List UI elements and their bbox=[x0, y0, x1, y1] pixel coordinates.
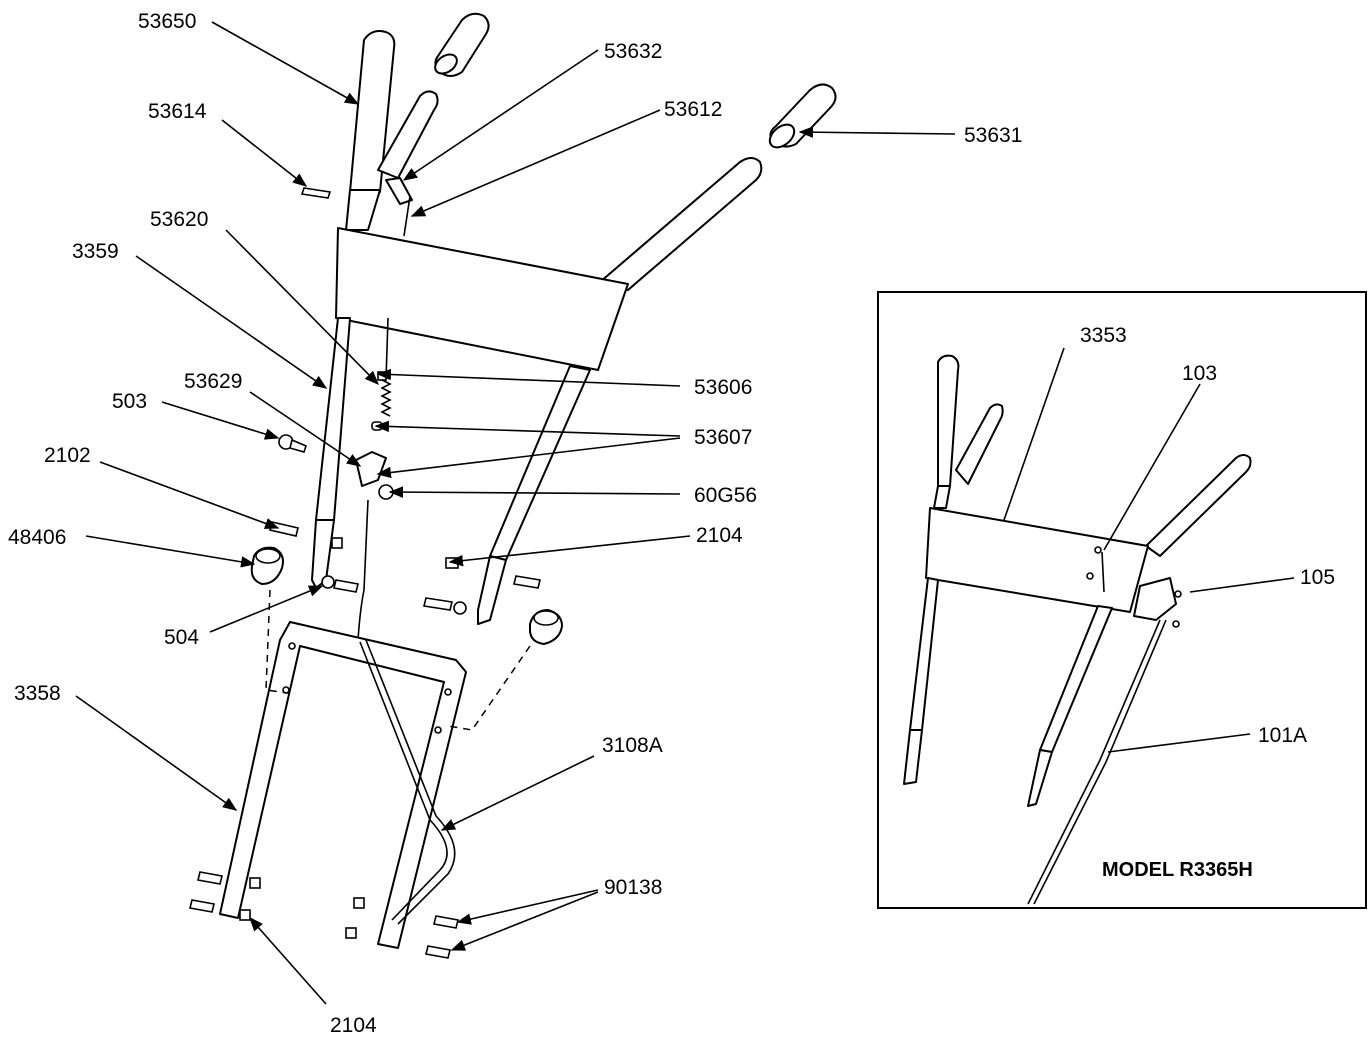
left-lower-tube bbox=[311, 317, 351, 589]
label-53631: 53631 bbox=[964, 124, 1022, 147]
part-labels: 53650 53632 53612 53631 53614 53620 3359… bbox=[8, 10, 1022, 1037]
inset-handle-right bbox=[1145, 454, 1252, 557]
label-503: 503 bbox=[112, 390, 147, 413]
knob-48406 bbox=[250, 546, 284, 585]
nut-2104-upper bbox=[445, 557, 459, 569]
inset-left-tube bbox=[909, 577, 939, 731]
label-53629: 53629 bbox=[184, 370, 242, 393]
bolt-503 bbox=[278, 434, 307, 453]
pin-53614 bbox=[300, 187, 332, 199]
inset-console bbox=[925, 507, 1149, 613]
inset-label-105: 105 bbox=[1300, 566, 1335, 589]
brace-3108A-edge bbox=[365, 639, 456, 925]
inset-decal-103 bbox=[1101, 551, 1105, 593]
inset-cable-101A bbox=[1027, 619, 1161, 905]
right-handle-tube bbox=[599, 157, 763, 291]
label-3358: 3358 bbox=[14, 682, 61, 705]
bolt-90138-2 bbox=[425, 945, 451, 959]
grip-53631 bbox=[768, 83, 837, 149]
label-53606: 53606 bbox=[694, 376, 752, 399]
bolt-right-upper bbox=[513, 575, 541, 589]
label-2104-lower: 2104 bbox=[330, 1014, 377, 1037]
inset-label-3353: 3353 bbox=[1080, 324, 1127, 347]
left-handle-tube bbox=[345, 30, 396, 231]
leader-lines bbox=[75, 21, 956, 1005]
bracket-53629 bbox=[355, 451, 387, 487]
inset-label-103: 103 bbox=[1182, 362, 1217, 385]
spring-53620 bbox=[380, 379, 392, 417]
label-53607: 53607 bbox=[694, 426, 752, 449]
bolt-2102 bbox=[269, 521, 299, 537]
lever-rod bbox=[403, 195, 411, 237]
label-53620: 53620 bbox=[150, 208, 208, 231]
label-60G56: 60G56 bbox=[694, 484, 757, 507]
bolt-right-lower bbox=[423, 597, 453, 611]
nut-bottom-right-2 bbox=[345, 927, 357, 939]
label-3108A: 3108A bbox=[602, 734, 663, 757]
label-2104-upper: 2104 bbox=[696, 524, 743, 547]
label-2102: 2102 bbox=[44, 444, 91, 467]
inset-leader-101A bbox=[1107, 733, 1251, 753]
console-panel bbox=[335, 227, 629, 371]
inset-title: MODEL R3365H bbox=[1102, 859, 1253, 881]
bolt-left-lower bbox=[333, 579, 359, 593]
label-53650: 53650 bbox=[138, 10, 196, 33]
inset-left-tube-end bbox=[903, 729, 923, 785]
bolt-bottom-left-2 bbox=[189, 899, 215, 913]
washer-right bbox=[453, 601, 467, 615]
main-assembly bbox=[189, 12, 837, 959]
clip-53606 bbox=[377, 371, 387, 381]
label-53632: 53632 bbox=[604, 40, 662, 63]
washer-504 bbox=[321, 575, 335, 589]
inset-frame bbox=[877, 291, 1367, 909]
nut-bottom-left-1 bbox=[249, 877, 261, 889]
control-lever bbox=[377, 90, 439, 205]
inset-model-r3365h: 3353 103 105 101A MODEL R3365H bbox=[877, 291, 1367, 909]
grip-53632 bbox=[434, 12, 490, 77]
inset-leader-105 bbox=[1189, 577, 1295, 593]
control-cable bbox=[357, 499, 369, 641]
inset-cable-101A-edge bbox=[1033, 619, 1167, 905]
brace-3108A bbox=[359, 641, 448, 921]
inset-leader-103 bbox=[1103, 383, 1201, 551]
label-504: 504 bbox=[164, 626, 199, 649]
nut-left-upper bbox=[331, 537, 343, 549]
inset-right-tube bbox=[1039, 605, 1113, 753]
alignment-line-left bbox=[265, 589, 295, 695]
label-3359: 3359 bbox=[72, 240, 119, 263]
nut-bottom-right-1 bbox=[353, 897, 365, 909]
inset-handle-left bbox=[933, 354, 1004, 509]
bolt-bottom-left-1 bbox=[197, 871, 223, 885]
inset-leader-3353 bbox=[1003, 347, 1065, 521]
label-48406: 48406 bbox=[8, 526, 66, 549]
inset-right-tube-end bbox=[1027, 749, 1053, 807]
bolt-90138-1 bbox=[433, 915, 459, 929]
u-frame-3358 bbox=[219, 621, 467, 949]
inset-label-101A: 101A bbox=[1258, 724, 1307, 747]
label-53612: 53612 bbox=[664, 98, 722, 121]
alignment-line-right bbox=[447, 645, 531, 731]
label-53614: 53614 bbox=[148, 100, 207, 123]
label-90138: 90138 bbox=[604, 876, 662, 899]
inset-bracket-105 bbox=[1133, 577, 1177, 621]
nut-2104-bottom bbox=[239, 909, 251, 921]
knob-right bbox=[529, 609, 563, 645]
